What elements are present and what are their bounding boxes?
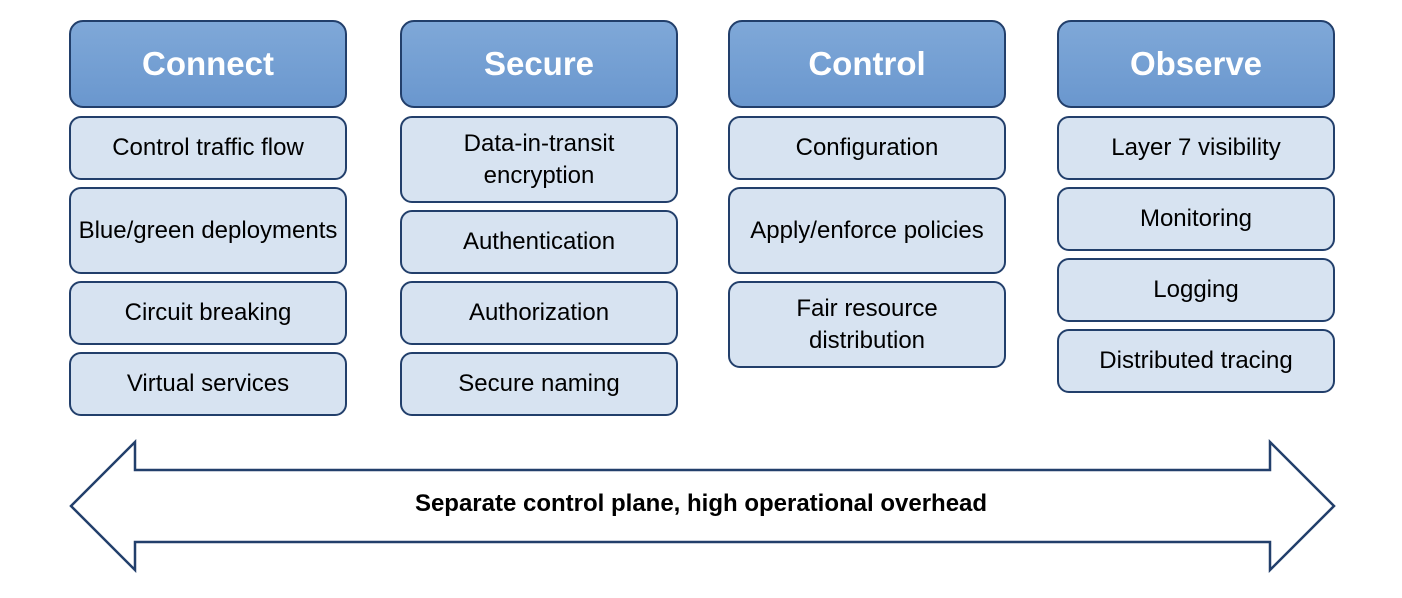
- item-secure-naming: Secure naming: [400, 352, 678, 416]
- item-blue-green-deployments: Blue/green deployments: [69, 187, 347, 274]
- item-logging: Logging: [1057, 258, 1335, 322]
- column-connect: Connect Control traffic flow Blue/green …: [69, 20, 347, 423]
- item-monitoring: Monitoring: [1057, 187, 1335, 251]
- item-apply-enforce-policies: Apply/enforce policies: [728, 187, 1006, 274]
- item-fair-resource-distribution: Fair resource distribution: [728, 281, 1006, 368]
- column-header-secure: Secure: [400, 20, 678, 108]
- item-data-in-transit-encryption: Data-in-transit encryption: [400, 116, 678, 203]
- item-authentication: Authentication: [400, 210, 678, 274]
- item-authorization: Authorization: [400, 281, 678, 345]
- item-layer-7-visibility: Layer 7 visibility: [1057, 116, 1335, 180]
- arrow-label: Separate control plane, high operational…: [414, 490, 988, 517]
- column-header-connect: Connect: [69, 20, 347, 108]
- item-virtual-services: Virtual services: [69, 352, 347, 416]
- column-control: Control Configuration Apply/enforce poli…: [728, 20, 1006, 375]
- column-observe: Observe Layer 7 visibility Monitoring Lo…: [1057, 20, 1335, 400]
- item-configuration: Configuration: [728, 116, 1006, 180]
- item-circuit-breaking: Circuit breaking: [69, 281, 347, 345]
- column-header-control: Control: [728, 20, 1006, 108]
- column-header-observe: Observe: [1057, 20, 1335, 108]
- item-control-traffic-flow: Control traffic flow: [69, 116, 347, 180]
- column-secure: Secure Data-in-transit encryption Authen…: [400, 20, 678, 423]
- double-arrow-shape: [69, 438, 1336, 574]
- item-distributed-tracing: Distributed tracing: [1057, 329, 1335, 393]
